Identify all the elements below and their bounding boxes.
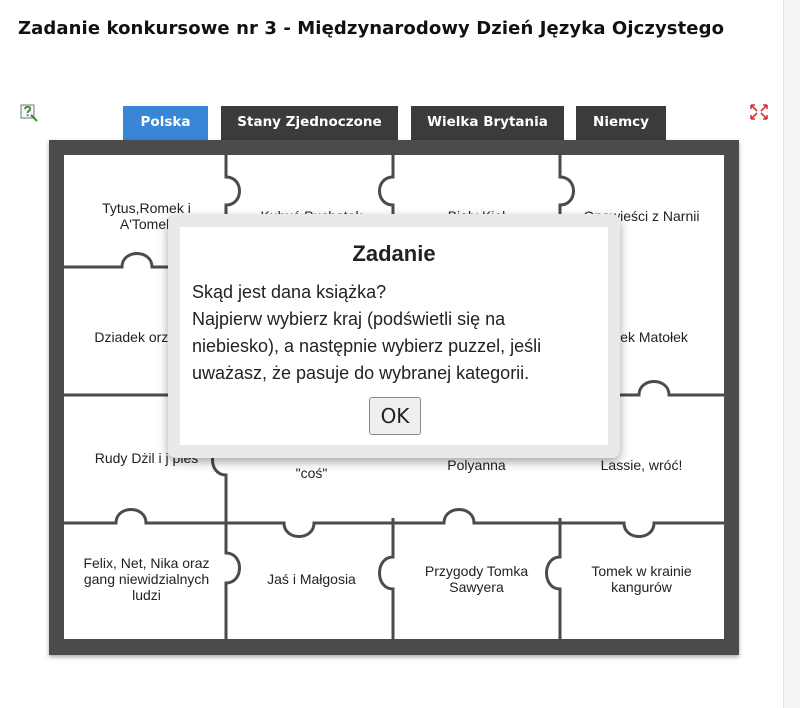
puzzle-piece[interactable]: Polyanna	[447, 456, 506, 473]
dialog-text: Skąd jest dana książka? Najpierw wybierz…	[192, 279, 596, 387]
page-title: Zadanie konkursowe nr 3 - Międzynarodowy…	[18, 18, 725, 39]
tab-wielka-brytania[interactable]: Wielka Brytania	[411, 106, 564, 141]
dialog-question: Skąd jest dana książka?	[192, 282, 387, 302]
dialog-title: Zadanie	[352, 241, 436, 266]
puzzle-piece[interactable]: łek Matołek	[617, 328, 688, 345]
puzzle-piece[interactable]: Przygody Tomka Sawyera	[424, 562, 529, 595]
task-dialog: Zadanie Skąd jest dana książka? Najpierw…	[180, 227, 608, 445]
puzzle-piece[interactable]: Tytus,Romek i A'Tomek	[102, 199, 191, 232]
puzzle-piece[interactable]: Lassie, wróć!	[600, 456, 683, 473]
tab-polska[interactable]: Polska	[123, 106, 208, 141]
puzzle-piece[interactable]: Felix, Net, Nika oraz gang niewidzialnyc…	[83, 554, 210, 603]
scrollbar-track[interactable]	[783, 0, 800, 708]
tab-niemcy[interactable]: Niemcy	[576, 106, 666, 141]
puzzle-piece[interactable]: Jaś i Małgosia	[267, 570, 356, 587]
tab-stany-zjednoczone[interactable]: Stany Zjednoczone	[221, 106, 398, 141]
puzzle-piece[interactable]: Tomek w krainie kangurów	[591, 562, 692, 595]
fullscreen-icon[interactable]	[750, 104, 768, 120]
ok-button[interactable]: OK	[369, 397, 421, 435]
puzzle-piece[interactable]: "coś"	[295, 464, 328, 481]
help-icon[interactable]	[20, 104, 38, 122]
dialog-instructions: Najpierw wybierz kraj (podświetli się na…	[192, 309, 542, 383]
